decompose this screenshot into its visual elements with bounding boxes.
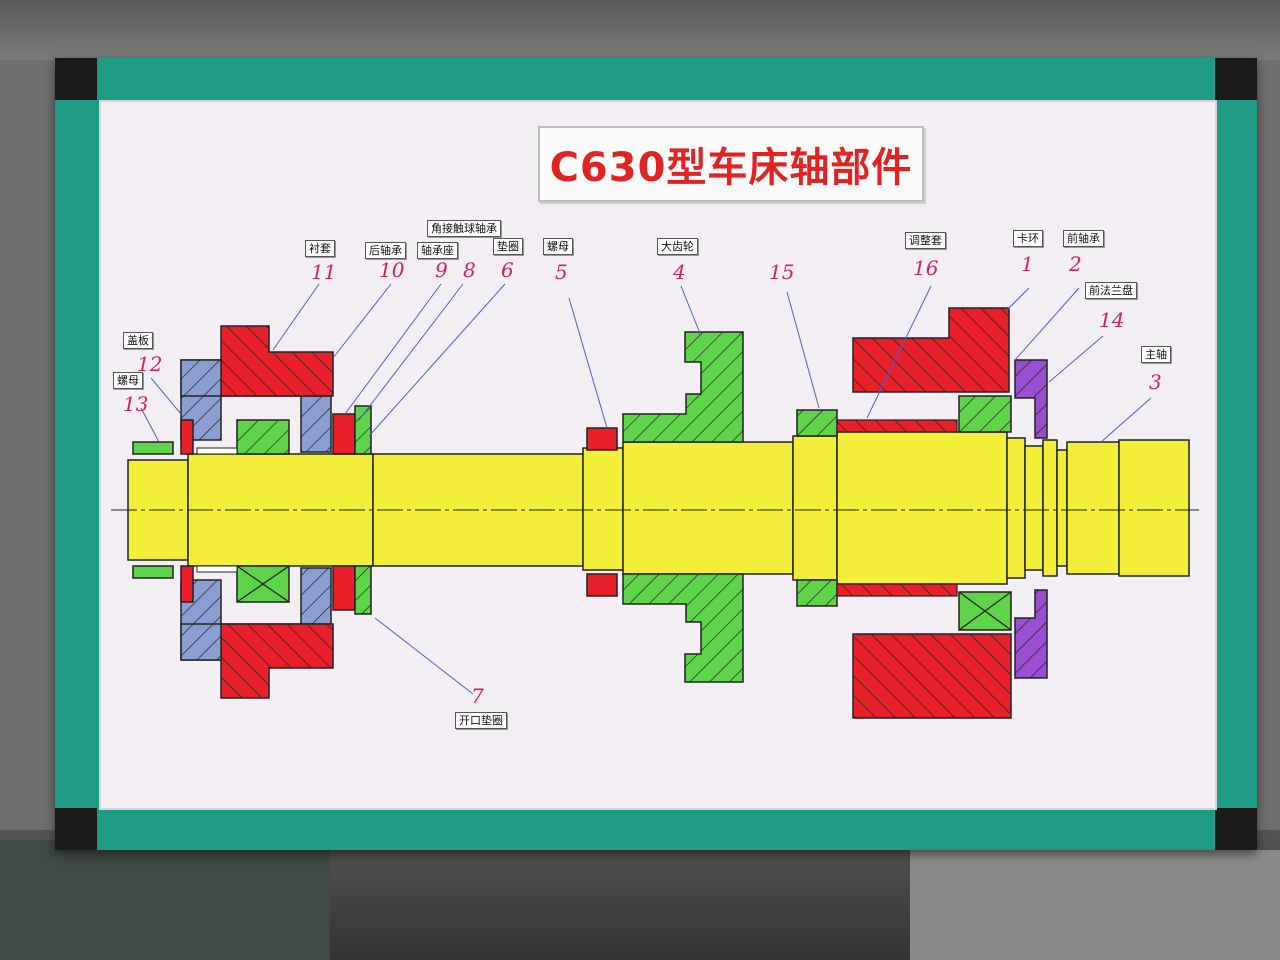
part-number-11: 11	[311, 260, 337, 284]
frame-corner	[1215, 58, 1257, 100]
big-gear-4	[622, 331, 744, 683]
part-number-9: 9	[435, 258, 448, 282]
frame-corner	[55, 58, 97, 100]
label-big-gear: 大齿轮	[657, 238, 698, 255]
part-number-8: 8	[463, 258, 476, 282]
rear-assembly-lower	[132, 565, 372, 699]
label-bearing-seat: 轴承座	[417, 242, 458, 259]
part-number-2: 2	[1069, 252, 1082, 276]
part-number-6: 6	[501, 258, 514, 282]
nut-15	[796, 409, 838, 607]
part-number-4: 4	[673, 260, 686, 284]
label-washer: 垫圈	[493, 238, 523, 255]
label-front-flange: 前法兰盘	[1085, 282, 1137, 299]
page-title: C630型车床轴部件	[549, 145, 913, 191]
label-adjust-sleeve: 调整套	[905, 232, 946, 249]
part-number-16: 16	[913, 256, 939, 280]
rear-assembly-upper	[132, 325, 372, 455]
display-frame: C630型车床轴部件	[55, 58, 1257, 850]
label-nut-left: 螺母	[113, 372, 143, 389]
label-cover-plate: 盖板	[123, 332, 153, 349]
part-number-12: 12	[137, 352, 163, 376]
frame-corner	[55, 808, 97, 850]
background-box	[910, 850, 1280, 960]
diagram-board: C630型车床轴部件	[99, 100, 1217, 810]
background-object	[0, 840, 330, 960]
label-nut-mid: 螺母	[543, 238, 573, 255]
label-rear-bearing: 后轴承	[365, 242, 406, 259]
label-split-washer: 开口垫圈	[455, 712, 507, 729]
part-number-10: 10	[379, 258, 405, 282]
title-box: C630型车床轴部件	[538, 126, 924, 202]
nut-5	[586, 427, 618, 597]
label-angular-bearing: 角接触球轴承	[427, 220, 501, 237]
frame-corner	[1215, 808, 1257, 850]
spindle-shaft	[111, 431, 1199, 585]
label-spindle: 主轴	[1141, 346, 1171, 363]
front-flange-14	[1014, 359, 1048, 679]
spindle-diagram	[111, 283, 1199, 719]
label-front-bearing: 前轴承	[1063, 230, 1104, 247]
part-number-13: 13	[123, 392, 149, 416]
label-snap-ring: 卡环	[1013, 230, 1043, 247]
part-number-3: 3	[1149, 370, 1162, 394]
part-number-14: 14	[1099, 308, 1125, 332]
background-wall	[0, 0, 1280, 60]
label-bushing: 衬套	[305, 240, 335, 257]
part-number-5: 5	[555, 260, 568, 284]
leader-lines	[140, 283, 1152, 695]
part-number-1: 1	[1021, 252, 1034, 276]
adjust-sleeve-16	[836, 419, 958, 597]
part-number-7: 7	[471, 684, 484, 708]
part-number-15: 15	[769, 260, 795, 284]
front-housing	[852, 307, 1012, 719]
